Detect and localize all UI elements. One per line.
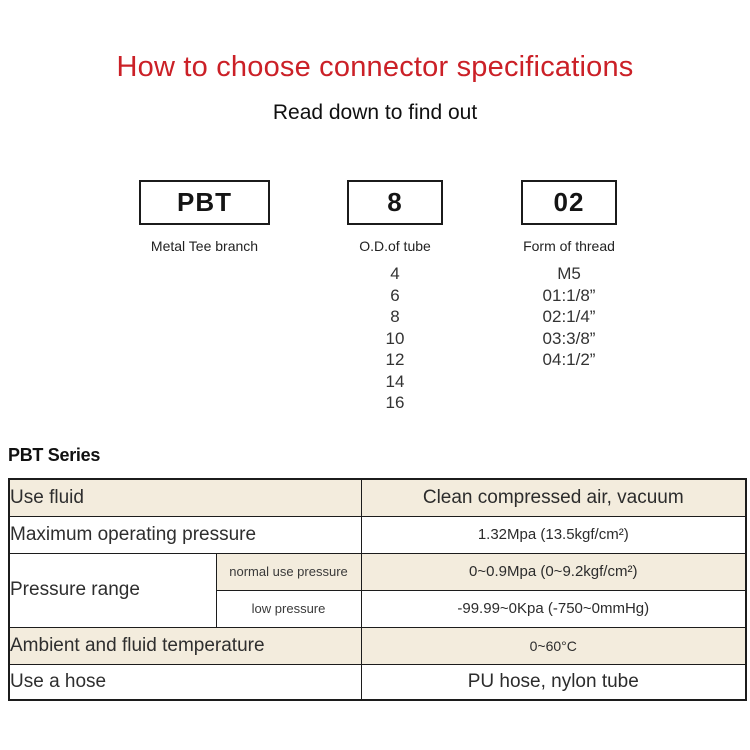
spec-row-max-pressure: Maximum operating pressure 1.32Mpa (13.5…	[8, 515, 747, 554]
spec-value-hose: PU hose, nylon tube	[360, 663, 747, 701]
tube-od-option: 16	[385, 393, 405, 412]
spec-value-max-pressure: 1.32Mpa (13.5kgf/cm²)	[360, 515, 747, 554]
spec-row-hose: Use a hose PU hose, nylon tube	[8, 663, 747, 701]
spec-label-use-fluid: Use fluid	[8, 478, 362, 517]
spec-row-pressure-normal: Pressure range normal use pressure 0~0.9…	[8, 552, 747, 628]
code-column-tube-od: 8 O.D.of tube 4 6 8 10 12 14 16	[347, 180, 443, 414]
spec-label-max-pressure: Maximum operating pressure	[8, 515, 362, 554]
tube-od-option: 6	[390, 285, 400, 305]
series-code-label: Metal Tee branch	[150, 238, 259, 254]
tube-od-option: 14	[385, 371, 405, 391]
tube-od-code-text: 8	[387, 187, 403, 217]
tube-od-option: 10	[385, 328, 405, 348]
thread-option: M5	[557, 264, 581, 283]
spec-sublabel-low-pressure: low pressure	[215, 589, 362, 628]
spec-row-use-fluid: Use fluid Clean compressed air, vacuum	[8, 478, 747, 517]
thread-code-text: 02	[553, 187, 585, 217]
thread-option: 01:1/8”	[542, 285, 596, 305]
tube-od-code-label: O.D.of tube	[359, 238, 431, 254]
thread-option: 04:1/2”	[542, 350, 596, 369]
thread-options: M5 01:1/8” 02:1/4” 03:3/8” 04:1/2”	[543, 263, 596, 371]
series-code-text: PBT	[177, 187, 232, 217]
thread-code-box: 02	[521, 180, 617, 225]
tube-od-option: 8	[390, 307, 400, 326]
thread-code-label: Form of thread	[523, 238, 615, 254]
spec-row-temperature: Ambient and fluid temperature 0~60°C	[8, 626, 747, 665]
spec-label-pressure-range: Pressure range	[8, 552, 217, 628]
spec-sublabel-normal-pressure: normal use pressure	[215, 552, 362, 591]
tube-od-code-box: 8	[347, 180, 443, 225]
spec-value-use-fluid: Clean compressed air, vacuum	[360, 478, 747, 517]
series-code-box: PBT	[139, 180, 270, 225]
thread-option: 03:3/8”	[542, 328, 596, 348]
spec-row-pressure-low: low pressure -99.99~0Kpa (-750~0mmHg)	[9, 589, 747, 628]
page-subtitle: Read down to find out	[272, 101, 478, 124]
spec-label-temperature: Ambient and fluid temperature	[8, 626, 362, 665]
spec-value-low-pressure: -99.99~0Kpa (-750~0mmHg)	[360, 589, 747, 628]
page-title: How to choose connector specifications	[116, 51, 634, 83]
spec-table: Use fluid Clean compressed air, vacuum M…	[8, 478, 748, 701]
spec-value-temperature: 0~60°C	[360, 626, 747, 665]
spec-value-normal-pressure: 0~0.9Mpa (0~9.2kgf/cm²)	[360, 552, 747, 591]
spec-label-hose: Use a hose	[8, 663, 362, 701]
series-heading: PBT Series	[8, 445, 101, 465]
tube-od-option: 4	[390, 264, 400, 283]
code-column-series: PBT Metal Tee branch	[139, 180, 270, 254]
tube-od-option: 12	[385, 350, 405, 369]
tube-od-options: 4 6 8 10 12 14 16	[386, 263, 405, 414]
thread-option: 02:1/4”	[542, 307, 596, 326]
code-column-thread: 02 Form of thread M5 01:1/8” 02:1/4” 03:…	[521, 180, 617, 371]
